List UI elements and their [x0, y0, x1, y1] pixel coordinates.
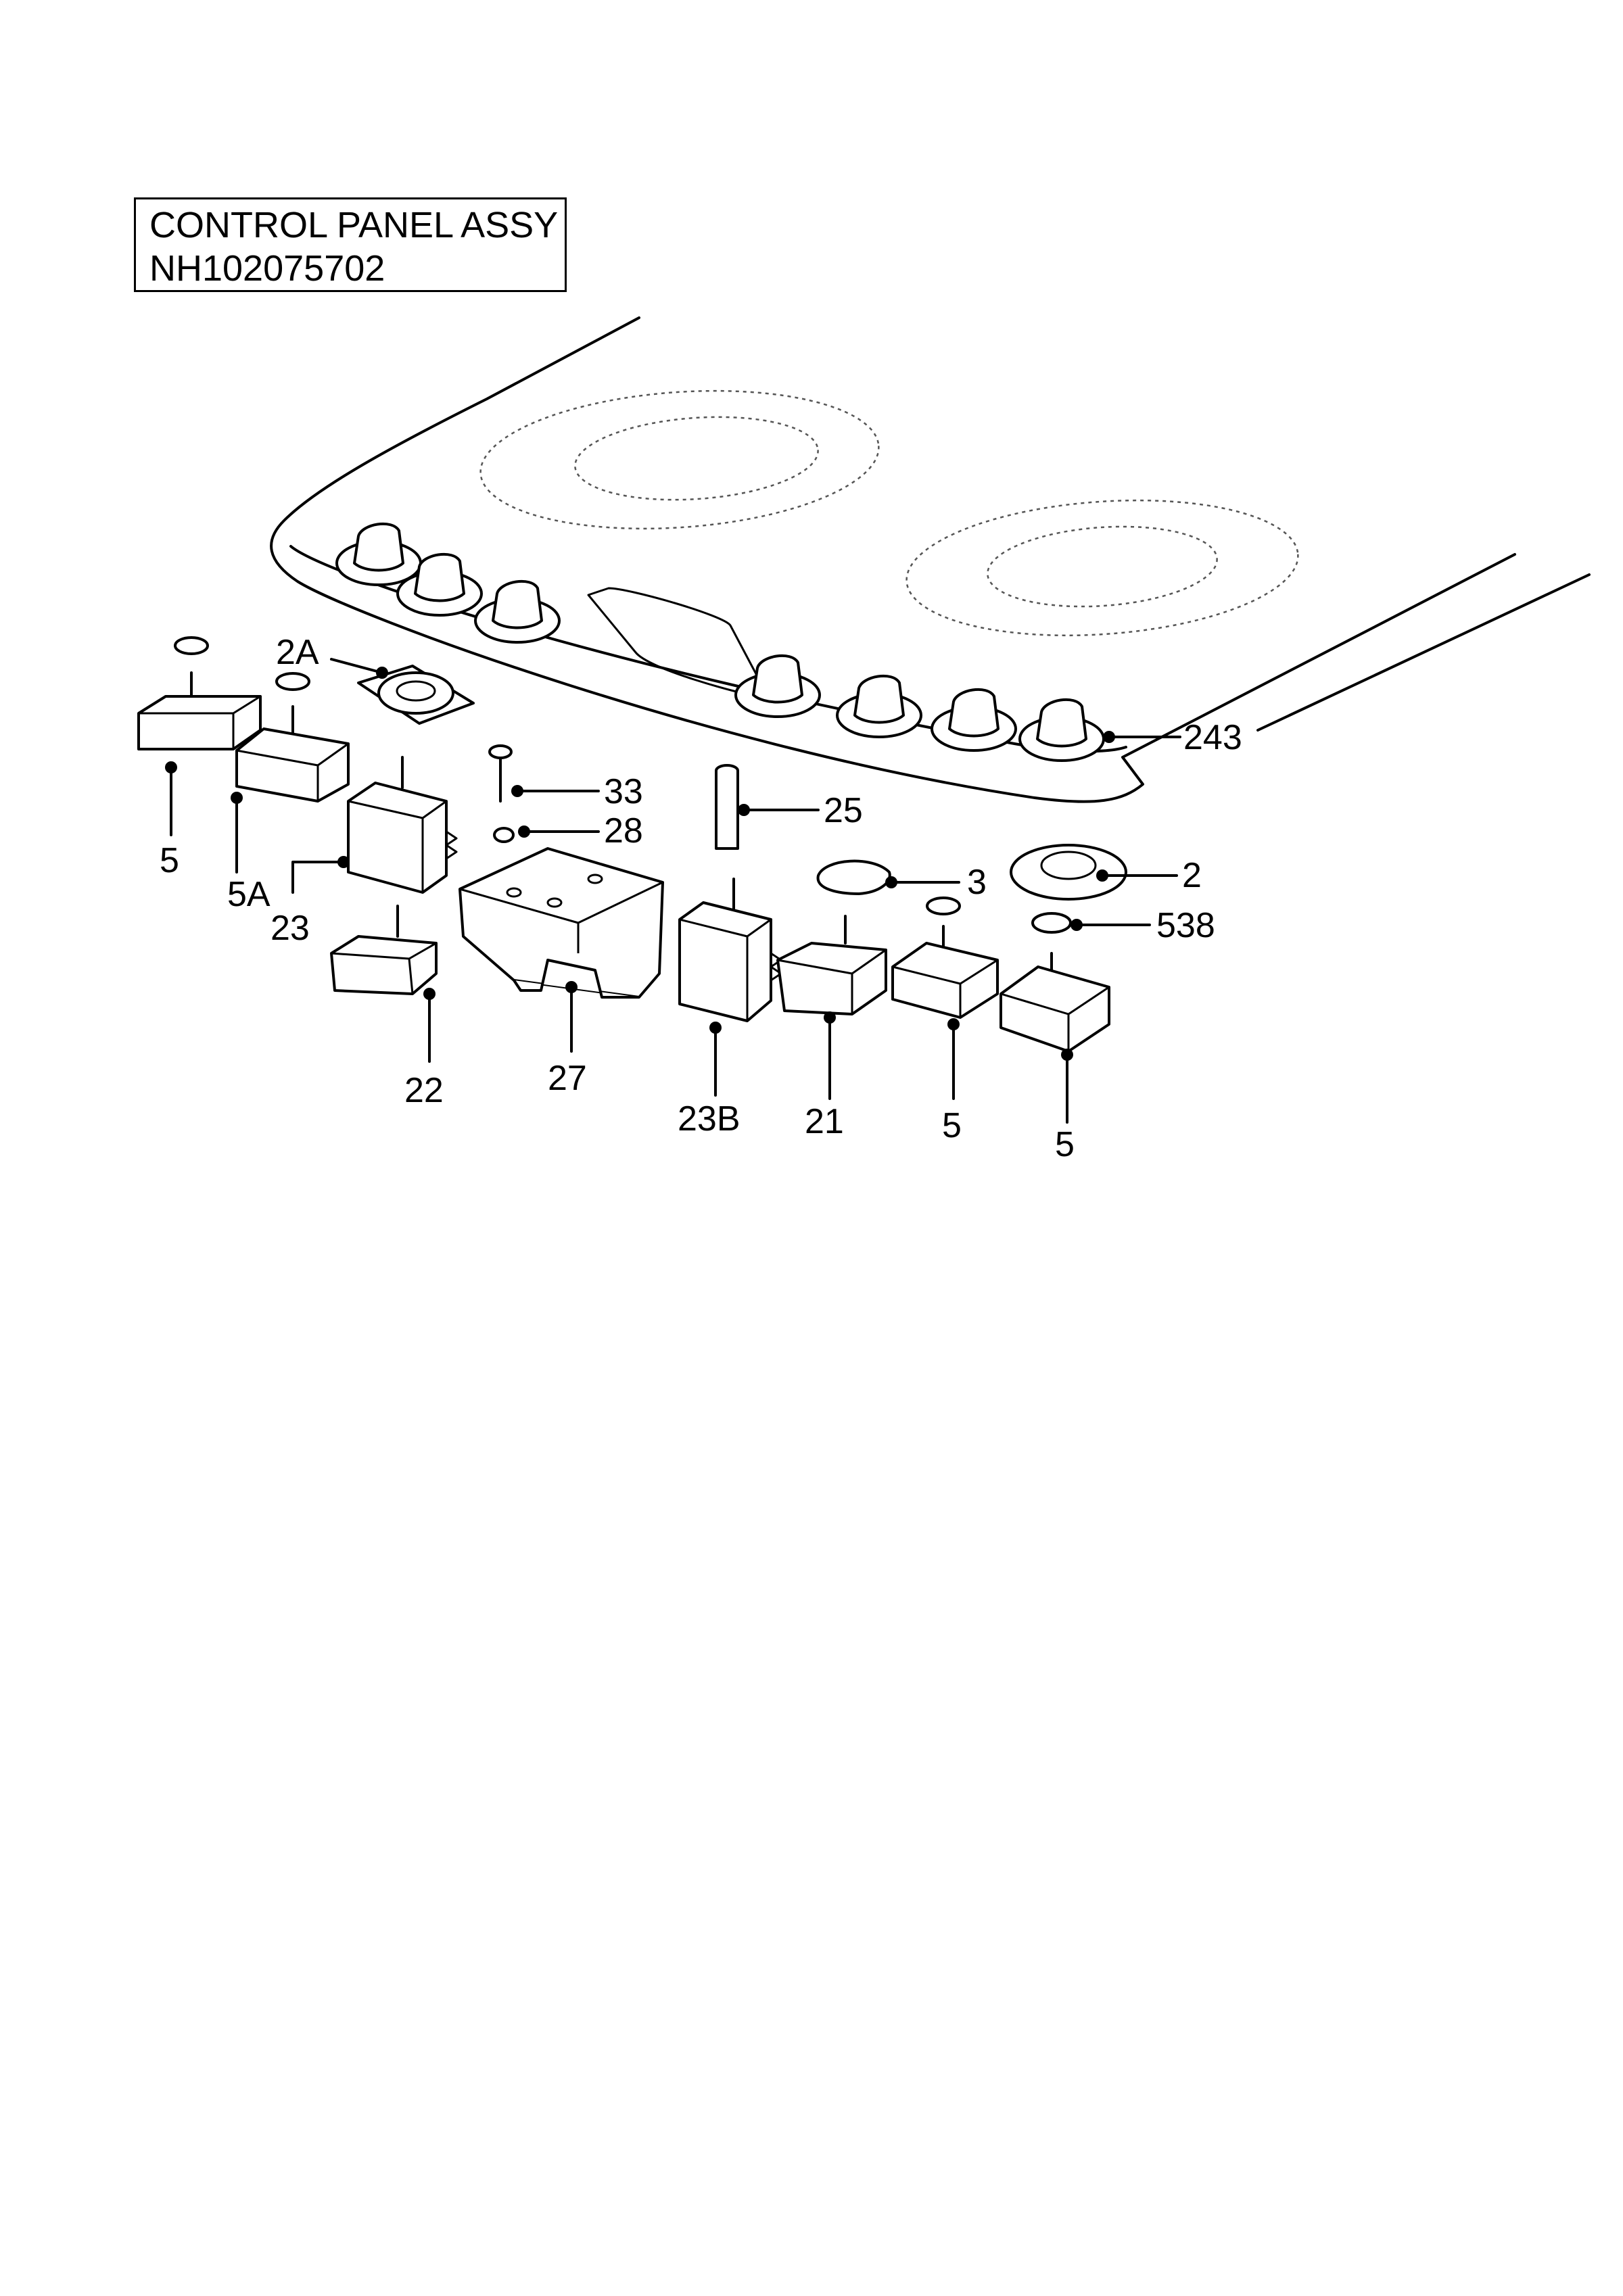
pin-part-33 — [488, 744, 513, 803]
knob-icon — [931, 688, 1017, 752]
callout-5-right: 5 — [1055, 1125, 1075, 1164]
washer-part-538 — [1031, 912, 1072, 934]
callout-23: 23 — [270, 909, 310, 948]
clip-part-28 — [493, 827, 515, 843]
knob-icon — [335, 522, 422, 586]
selector-part-23 — [347, 756, 458, 894]
callout-2A: 2A — [276, 633, 319, 672]
switch-part-5-left — [137, 636, 262, 750]
leader-lines — [165, 658, 1181, 1124]
knob-icon — [836, 674, 922, 738]
title-box: CONTROL PANEL ASSY NH102075702 — [134, 197, 567, 292]
bracket-part-3 — [816, 859, 891, 895]
gasket-part-2A — [357, 665, 475, 725]
knob-icon — [734, 654, 821, 718]
selector-part-23B — [678, 878, 782, 1022]
callout-25: 25 — [824, 791, 863, 830]
callout-5A: 5A — [227, 875, 270, 914]
callout-28: 28 — [604, 811, 643, 851]
callout-labels: 243 2A 5 5A 23 22 33 28 27 25 23B 21 3 2… — [160, 633, 1242, 1164]
cooktop-panel — [270, 316, 1591, 803]
knob-icon — [474, 579, 561, 644]
callout-243: 243 — [1183, 718, 1242, 757]
bezel-part-2 — [1010, 844, 1127, 901]
assembly-part-number: NH102075702 — [149, 248, 385, 289]
callout-27: 27 — [548, 1059, 587, 1098]
control-knobs — [335, 522, 1105, 762]
callout-23B: 23B — [678, 1099, 740, 1139]
switch-part-5-right — [999, 952, 1110, 1053]
callout-21: 21 — [805, 1102, 844, 1141]
timer-part-27 — [458, 847, 664, 999]
callout-5-mid: 5 — [942, 1106, 962, 1145]
assembly-name: CONTROL PANEL ASSY — [149, 205, 559, 245]
callout-22: 22 — [404, 1071, 444, 1110]
callout-33: 33 — [604, 772, 643, 811]
regulator-part-22 — [330, 905, 438, 995]
knob-icon — [396, 552, 483, 617]
switch-part-21 — [776, 915, 887, 1015]
callout-538: 538 — [1156, 906, 1215, 945]
knob-icon — [1018, 698, 1105, 762]
tube-part-25 — [715, 764, 739, 850]
switch-part-5-mid — [891, 896, 999, 1019]
callout-3: 3 — [967, 863, 987, 902]
switch-part-5A — [235, 672, 350, 803]
callout-2: 2 — [1182, 856, 1202, 895]
callout-5-left: 5 — [160, 841, 179, 880]
